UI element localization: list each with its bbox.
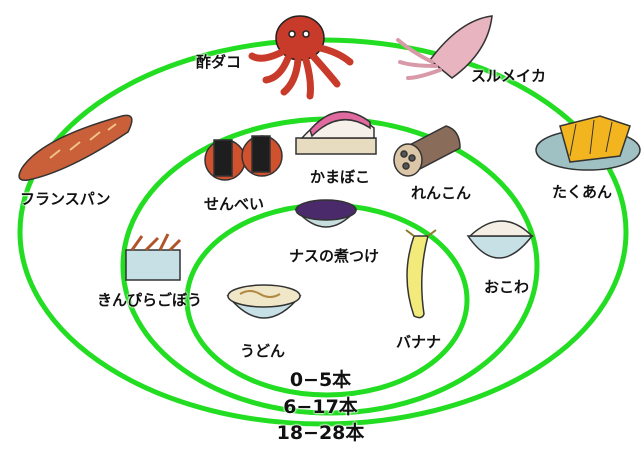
- label-nasu: ナスの煮つけ: [289, 247, 380, 265]
- ring-label-outer: 18−28本: [276, 422, 365, 444]
- label-surumeika: スルメイカ: [471, 67, 547, 85]
- udon-illustration: [226, 284, 302, 319]
- label-takuan: たくあん: [552, 183, 613, 201]
- label-kinpira: きんぴらごぼう: [97, 291, 203, 309]
- squid-illustration: [396, 15, 493, 80]
- takuan-illustration: [535, 115, 641, 171]
- label-senbei: せんべい: [204, 195, 265, 213]
- ring-label-inner: 0−5本: [289, 369, 352, 391]
- label-banana: バナナ: [396, 333, 442, 351]
- baguette-illustration: [18, 114, 133, 181]
- kinpira-illustration: [125, 233, 182, 281]
- label-renkon: れんこん: [411, 184, 472, 202]
- label-kamaboko: かまぼこ: [310, 168, 371, 186]
- senbei-illustration: [204, 135, 283, 181]
- octopus-illustration: [248, 15, 354, 100]
- label-furansupan: フランスパン: [20, 190, 111, 208]
- kamaboko-illustration: [295, 110, 377, 155]
- label-udon: うどん: [240, 342, 286, 360]
- label-sudako: 酢ダコ: [196, 53, 242, 71]
- okowa-illustration: [466, 220, 534, 259]
- nasu-illustration: [294, 199, 358, 228]
- banana-illustration: [405, 229, 437, 319]
- renkon-illustration: [393, 125, 461, 177]
- label-okowa: おこわ: [484, 278, 530, 296]
- ring-label-middle: 6−17本: [283, 396, 358, 418]
